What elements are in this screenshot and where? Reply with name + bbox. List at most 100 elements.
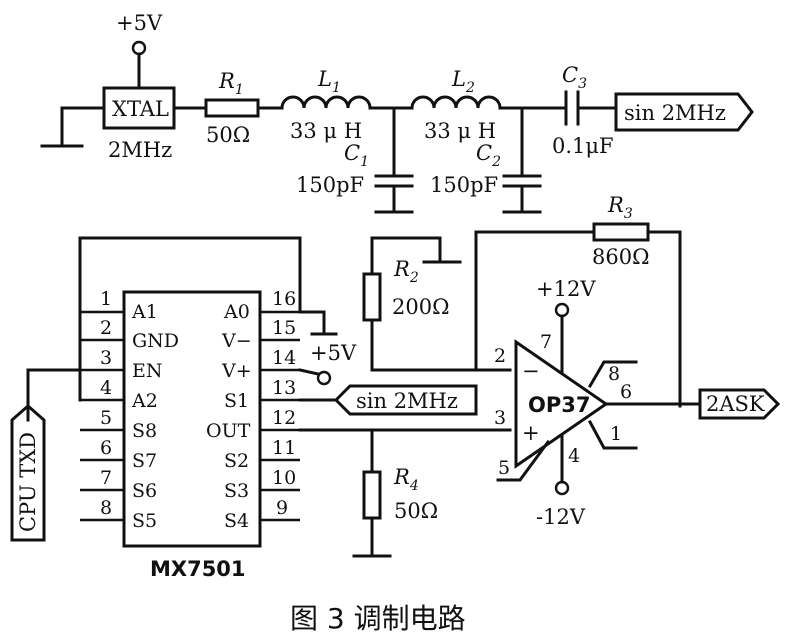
opamp-pin-1: 1 [610, 423, 622, 445]
mux-pin-8-num: 8 [100, 497, 112, 519]
ask-label: 2ASK [706, 392, 765, 416]
opamp-pin-2: 2 [494, 345, 506, 367]
mx7501-chip [122, 290, 262, 548]
sin-input-connector [333, 384, 478, 416]
vcc-top-terminal [131, 40, 147, 56]
mux-pin-16-num: 16 [272, 288, 296, 310]
opamp-pin-7: 7 [540, 331, 552, 353]
capacitor-c3 [564, 90, 580, 126]
mx7501-name: MX7501 [150, 557, 246, 581]
r1-name: R1 [218, 69, 244, 98]
ask-output-connector [698, 388, 781, 420]
mux-pin-5-num: 5 [100, 407, 112, 429]
mux-pin-16-name: A0 [223, 301, 250, 323]
resistor-r3 [592, 222, 650, 242]
vpos-terminal [554, 302, 570, 318]
address-tie-wire [78, 236, 302, 402]
vcc-mux-label: +5V [310, 341, 357, 365]
resistor-r4 [362, 470, 382, 520]
mux-pin-1-num: 1 [100, 288, 112, 310]
cpu-txd-label: CPU TXD [16, 432, 40, 532]
ground-symbol-osc [40, 106, 106, 148]
r2-name: R2 [393, 257, 419, 286]
opamp-pin-6: 6 [620, 381, 632, 403]
resistor-r2 [362, 272, 382, 322]
opamp-pin8-lead [587, 360, 638, 389]
inductor-l2 [410, 95, 502, 110]
mux-pin-2-num: 2 [100, 317, 112, 339]
mux-left-pins [80, 310, 124, 522]
enable-wire [26, 368, 82, 422]
opamp-pin1-lead [587, 419, 638, 450]
l1-name: L1 [317, 67, 341, 96]
c2-value: 150pF [430, 173, 498, 197]
c3-value: 0.1μF [552, 134, 614, 158]
c1-value: 150pF [296, 173, 364, 197]
mux-pin-14-num: 14 [272, 347, 296, 369]
opamp-minus-sign: − [522, 359, 540, 383]
mux-pin-2-name: GND [132, 330, 179, 352]
mux-pin-4-name: A2 [131, 390, 158, 412]
vcc-mux-terminal [316, 370, 332, 386]
r2-value: 200Ω [392, 295, 450, 319]
vneg-label: -12V [536, 505, 586, 529]
capacitor-c2 [502, 174, 542, 214]
mux-pin-10-num: 10 [272, 467, 296, 489]
mux-pin-14-name: V+ [221, 360, 252, 382]
opamp-pin-3: 3 [494, 407, 506, 429]
r4-name: R4 [393, 465, 419, 494]
opamp-pin-5: 5 [498, 457, 510, 479]
r4-value: 50Ω [394, 499, 438, 523]
mux-pin-1-name: A1 [131, 301, 158, 323]
mux-pin-10-name: S3 [224, 480, 249, 502]
inductor-l1 [280, 95, 372, 110]
capacitor-c1 [374, 174, 414, 214]
r3-value: 860Ω [592, 245, 650, 269]
l2-value: 33 μ H [424, 119, 496, 143]
opamp-pin5-lead [496, 439, 551, 482]
mux-pin-9-name: S4 [224, 510, 249, 532]
sin-input-label: sin 2MHz [356, 389, 458, 413]
mux-pin-8-name: S5 [132, 510, 157, 532]
ground-symbol-r2 [370, 236, 462, 276]
c1-name: C1 [344, 141, 369, 170]
mux-pin-15-name: V− [221, 330, 252, 352]
resistor-r1 [204, 98, 260, 118]
vpos-label: +12V [536, 277, 596, 301]
op37-label: OP37 [528, 393, 590, 417]
mux-pin-3-num: 3 [100, 347, 112, 369]
xtal-frequency: 2MHz [108, 138, 172, 162]
mux-pin-4-num: 4 [100, 377, 112, 399]
r1-value: 50Ω [206, 123, 250, 147]
l2-name: L2 [451, 67, 475, 96]
mux-right-pins [260, 310, 300, 522]
vneg-terminal [554, 480, 570, 496]
cpu-txd-connector [10, 404, 46, 542]
opamp-pin-4: 4 [568, 445, 580, 467]
mux-pin-12-name: OUT [206, 420, 251, 442]
r3-name: R3 [607, 193, 633, 222]
vcc-top-label: +5V [116, 11, 163, 35]
mux-pin-11-name: S2 [224, 450, 249, 472]
mux-pin-9-num: 9 [276, 497, 288, 519]
mux-pin-15-num: 15 [272, 317, 296, 339]
mux-pin-6-num: 6 [100, 437, 112, 459]
mux-pin-7-name: S6 [132, 480, 157, 502]
mux-pin-11-num: 11 [272, 437, 296, 459]
sin-output-connector [614, 92, 754, 132]
mux-pin-13-num: 13 [272, 377, 296, 399]
mux-pin-13-name: S1 [224, 390, 249, 412]
l1-value: 33 μ H [290, 119, 362, 143]
xtal-label: XTAL [112, 97, 169, 121]
c3-name: C3 [562, 63, 587, 92]
mux-pin-5-name: S8 [132, 420, 157, 442]
sin-output-label: sin 2MHz [624, 101, 726, 125]
mux-pin-3-name: EN [132, 360, 163, 382]
opamp-plus-sign: + [522, 421, 540, 445]
ground-symbol-mux [298, 310, 338, 336]
opamp-pin-8: 8 [608, 363, 620, 385]
c2-name: C2 [476, 141, 501, 170]
ground-symbol-r4 [352, 516, 392, 558]
figure-caption: 图 3 调制电路 [290, 602, 466, 635]
